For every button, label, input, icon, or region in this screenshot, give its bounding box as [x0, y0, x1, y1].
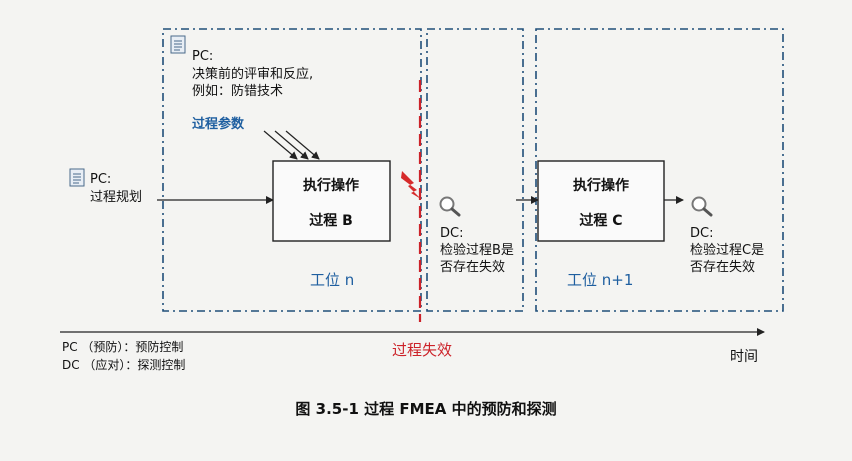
dc-b-line2: 检验过程B是 — [440, 242, 514, 258]
legend-dc: DC （应对）：探测控制 — [62, 357, 185, 372]
process-c-box — [537, 160, 665, 242]
param-arrow — [263, 130, 298, 160]
pc-left-line2: 过程规划 — [90, 190, 142, 205]
pc-top-line2: 决策前的评审和反应, — [192, 66, 313, 82]
magnifier-icon — [691, 196, 713, 217]
dc-c-line1: DC: — [690, 226, 713, 241]
failure-label: 过程失效 — [392, 341, 452, 359]
process-b-box — [272, 160, 391, 242]
lightning-icon — [401, 171, 421, 199]
document-icon — [170, 35, 186, 54]
process-b-line2: 过程 B — [309, 212, 353, 229]
magnifier-icon — [439, 196, 461, 217]
dc-c-line3: 否存在失效 — [690, 260, 755, 275]
process-c-line2: 过程 C — [579, 212, 622, 229]
document-icon — [69, 168, 85, 187]
figure-caption: 图 3.5-1 过程 FMEA 中的预防和探测 — [295, 400, 556, 418]
process-c-line1: 执行操作 — [573, 177, 629, 194]
station-n1-label: 工位 n+1 — [567, 271, 633, 289]
process-b-line1: 执行操作 — [303, 177, 359, 194]
pc-left-line1: PC: — [90, 172, 111, 187]
station-n1-frame — [535, 28, 784, 312]
dc-b-line3: 否存在失效 — [440, 260, 505, 275]
param-arrow — [274, 130, 309, 160]
legend-pc: PC （预防）：预防控制 — [62, 339, 183, 354]
dc-b-line1: DC: — [440, 226, 463, 241]
pc-top-line1: PC: — [192, 49, 213, 64]
pc-top-line3: 例如：防错技术 — [192, 83, 283, 99]
station-n-label: 工位 n — [310, 271, 354, 289]
process-params-label: 过程参数 — [192, 116, 245, 132]
param-arrow — [285, 130, 320, 160]
intermediate-frame — [426, 28, 524, 312]
time-label: 时间 — [730, 349, 758, 365]
dc-c-line2: 检验过程C是 — [690, 242, 764, 258]
